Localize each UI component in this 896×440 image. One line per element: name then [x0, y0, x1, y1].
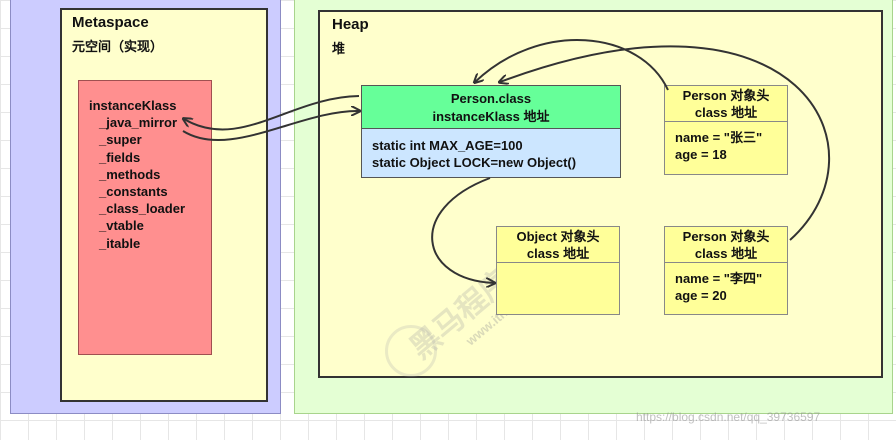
field-constants: _constants — [99, 184, 168, 200]
person-class-header: Person.class instanceKlass 地址 — [361, 85, 621, 129]
heap-title: Heap — [332, 16, 369, 33]
person-2-age: age = 20 — [675, 288, 727, 303]
person-object-2: Person 对象头 class 地址 name = "李四" age = 20 — [664, 226, 788, 315]
field-super: _super — [99, 132, 142, 148]
object-object: Object 对象头 class 地址 — [496, 226, 620, 315]
arrow-mirror-to-class — [182, 111, 359, 141]
arrow-class-to-klass — [184, 95, 360, 131]
person-1-name: name = "张三" — [675, 130, 763, 145]
class-address-label: class 地址 — [694, 246, 758, 261]
watermark-emblem-icon — [385, 325, 437, 377]
watermark-credit: https://blog.csdn.net/qq_39736597 — [636, 410, 821, 424]
arrow-person1-to-class — [475, 39, 669, 91]
person-object-1: Person 对象头 class 地址 name = "张三" age = 18 — [664, 85, 788, 175]
object-header-label: Person 对象头 — [682, 229, 770, 244]
static-max-age: static int MAX_AGE=100 — [372, 138, 523, 153]
person-object-2-header: Person 对象头 class 地址 — [665, 227, 787, 263]
person-class-statics: static int MAX_AGE=100 static Object LOC… — [361, 128, 621, 178]
metaspace-subtitle: 元空间（实现） — [72, 39, 164, 54]
person-object-2-fields: name = "李四" age = 20 — [665, 263, 787, 304]
person-object-1-header: Person 对象头 class 地址 — [665, 86, 787, 122]
field-methods: _methods — [99, 166, 161, 182]
object-header-label: Object 对象头 — [516, 229, 600, 244]
metaspace-title: Metaspace — [72, 14, 149, 31]
object-header-label: Person 对象头 — [682, 88, 770, 103]
field-java-mirror: _java_mirror — [99, 115, 178, 131]
person-object-1-fields: name = "张三" age = 18 — [665, 122, 787, 163]
arrow-person2-to-class — [500, 45, 831, 241]
static-lock: static Object LOCK=new Object() — [372, 155, 577, 170]
person-2-name: name = "李四" — [675, 271, 763, 286]
arrow-class-to-object — [431, 177, 494, 283]
heap-panel: Heap 堆 — [318, 10, 883, 378]
field-vtable: _vtable — [99, 218, 144, 234]
person-class-klass-address: instanceKlass 地址 — [432, 109, 550, 124]
object-object-header: Object 对象头 class 地址 — [497, 227, 619, 263]
class-address-label: class 地址 — [526, 246, 590, 261]
field-itable: _itable — [99, 235, 141, 251]
field-fields: _fields — [99, 149, 141, 165]
instance-klass-fields: instanceKlass _java_mirror _super _field… — [89, 97, 185, 252]
person-class-name: Person.class — [450, 91, 532, 106]
instance-klass-name: instanceKlass — [89, 98, 177, 113]
class-address-label: class 地址 — [694, 105, 758, 120]
field-class-loader: _class_loader — [99, 201, 186, 217]
person-1-age: age = 18 — [675, 147, 727, 162]
heap-subtitle: 堆 — [332, 41, 346, 56]
